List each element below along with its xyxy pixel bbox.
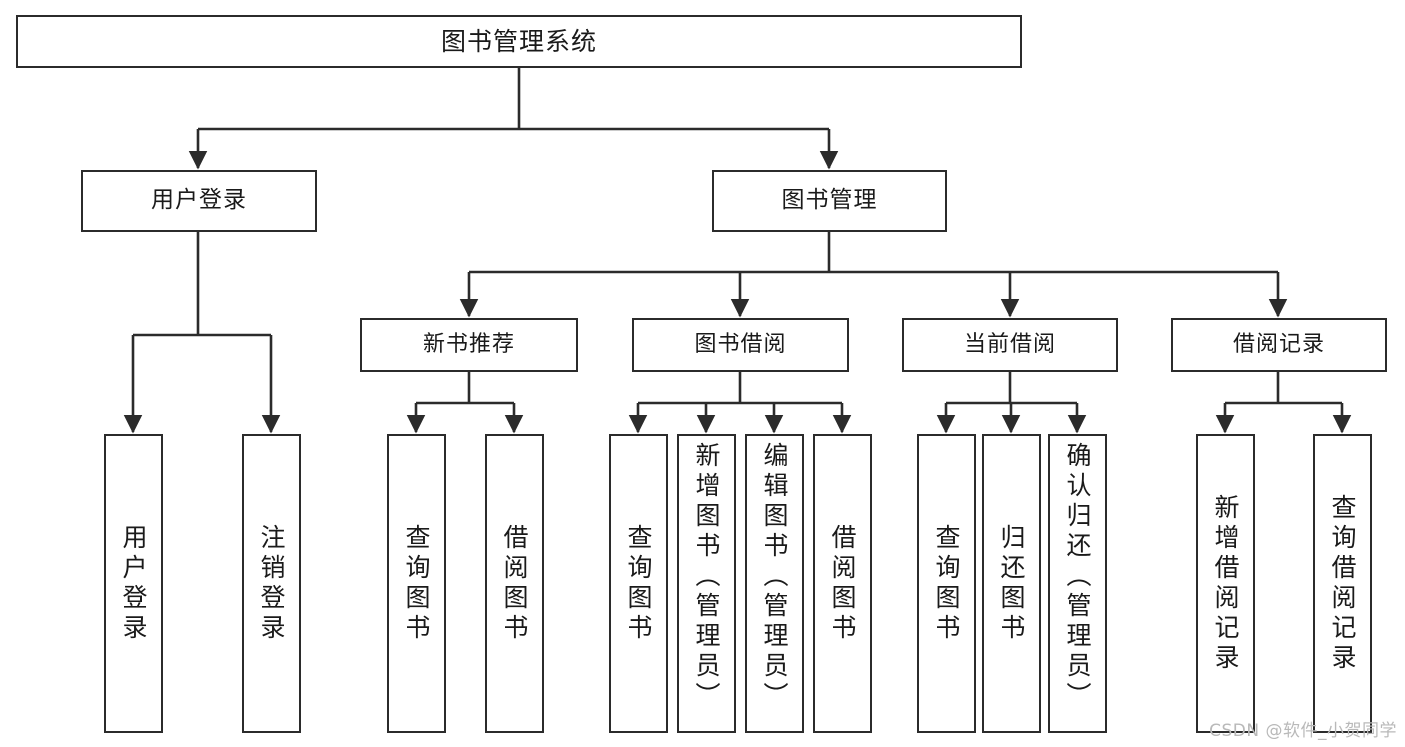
leaf-edit-book-label: 编辑图书（管理员）: [760, 442, 789, 712]
leaf-edit-book[interactable]: 编辑图书（管理员）: [745, 434, 804, 733]
leaf-add-book[interactable]: 新增图书（管理员）: [677, 434, 736, 733]
node-user-login[interactable]: 用户登录: [81, 170, 317, 232]
node-root-label: 图书管理系统: [440, 26, 597, 56]
leaf-query-book-1-label: 查询图书: [402, 523, 431, 644]
leaf-query-book-3-label: 查询图书: [932, 523, 961, 644]
leaf-query-book-2-label: 查询图书: [624, 523, 653, 644]
leaf-query-record[interactable]: 查询借阅记录: [1313, 434, 1372, 733]
leaf-borrow-book-2[interactable]: 借阅图书: [813, 434, 872, 733]
leaf-user-login-label: 用户登录: [119, 523, 148, 644]
leaf-logout[interactable]: 注销登录: [242, 434, 301, 733]
leaf-add-record[interactable]: 新增借阅记录: [1196, 434, 1255, 733]
leaf-query-book-3[interactable]: 查询图书: [917, 434, 976, 733]
leaf-user-login[interactable]: 用户登录: [104, 434, 163, 733]
node-new-book-recommend-label: 新书推荐: [422, 331, 515, 357]
node-book-borrow-label: 图书借阅: [694, 331, 787, 357]
node-current-borrow[interactable]: 当前借阅: [902, 318, 1118, 372]
leaf-borrow-book-1-label: 借阅图书: [500, 523, 529, 644]
node-new-book-recommend[interactable]: 新书推荐: [360, 318, 578, 372]
node-book-manage-label: 图书管理: [781, 187, 878, 214]
leaf-confirm-return-label: 确认归还（管理员）: [1063, 442, 1092, 712]
leaf-return-book-label: 归还图书: [997, 523, 1026, 644]
leaf-confirm-return[interactable]: 确认归还（管理员）: [1048, 434, 1107, 733]
node-book-borrow[interactable]: 图书借阅: [632, 318, 849, 372]
leaf-query-record-label: 查询借阅记录: [1328, 493, 1357, 674]
leaf-query-book-2[interactable]: 查询图书: [609, 434, 668, 733]
leaf-logout-label: 注销登录: [257, 523, 286, 644]
node-root[interactable]: 图书管理系统: [16, 15, 1022, 68]
node-borrow-record-label: 借阅记录: [1232, 331, 1325, 357]
node-book-manage[interactable]: 图书管理: [712, 170, 947, 232]
leaf-add-record-label: 新增借阅记录: [1211, 493, 1240, 674]
leaf-borrow-book-1[interactable]: 借阅图书: [485, 434, 544, 733]
leaf-query-book-1[interactable]: 查询图书: [387, 434, 446, 733]
node-borrow-record[interactable]: 借阅记录: [1171, 318, 1387, 372]
node-current-borrow-label: 当前借阅: [963, 331, 1056, 357]
leaf-borrow-book-2-label: 借阅图书: [828, 523, 857, 644]
leaf-return-book[interactable]: 归还图书: [982, 434, 1041, 733]
leaf-add-book-label: 新增图书（管理员）: [692, 442, 721, 712]
node-user-login-label: 用户登录: [151, 187, 247, 214]
